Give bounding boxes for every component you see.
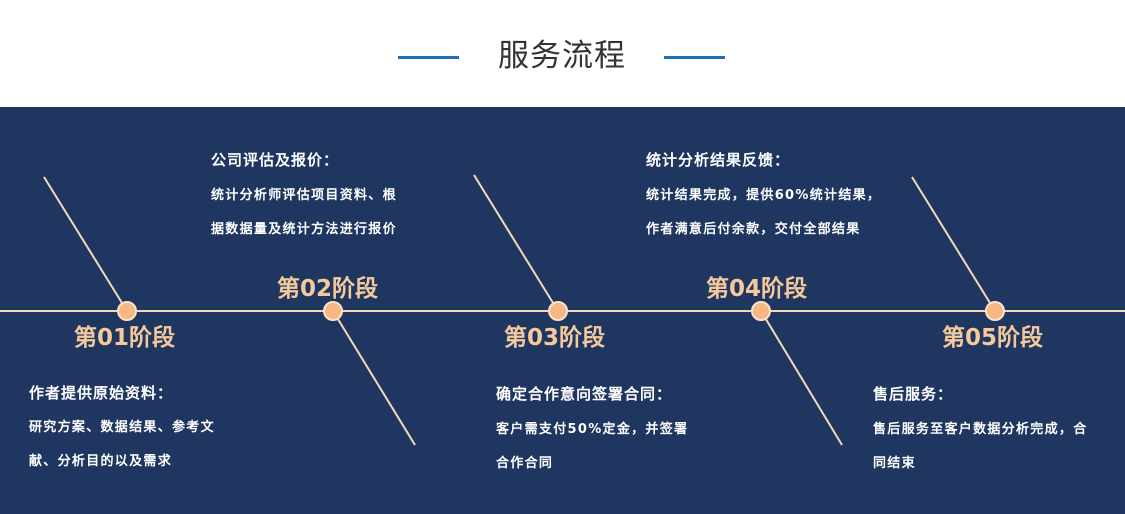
stage-4-title: 统计分析结果反馈： [646, 151, 791, 169]
stage-2-title: 公司评估及报价： [211, 151, 340, 169]
stage-2-line-1: 统计分析师评估项目资料、根 [211, 188, 397, 203]
stage-label-2: 第02阶段 [277, 276, 379, 302]
stage-5-line-1: 售后服务至客户数据分析完成，合 [873, 422, 1088, 437]
stage-node-3 [548, 301, 568, 321]
stage-5-title: 售后服务： [873, 385, 954, 403]
title-right-rule [664, 56, 725, 59]
page-title: 服务流程 [498, 38, 626, 74]
timeline-graphic [0, 174, 1125, 446]
stage-5-line-2: 同结束 [873, 456, 916, 471]
stage-node-4 [751, 301, 771, 321]
stage-1-line-2: 献、分析目的以及需求 [29, 454, 173, 469]
stage-3-title: 确定合作意向签署合同： [496, 385, 673, 403]
branch-line-3 [473, 174, 559, 312]
stage-node-1 [117, 301, 137, 321]
stage-node-5 [985, 301, 1005, 321]
stage-3-line-2: 合作合同 [496, 456, 554, 471]
title-left-rule [398, 56, 459, 59]
stage-4-line-1: 统计结果完成，提供60%统计结果， [646, 188, 882, 203]
stage-label-4: 第04阶段 [706, 276, 808, 302]
stage-node-2 [323, 301, 343, 321]
stage-label-5: 第05阶段 [942, 325, 1044, 351]
stage-1-line-1: 研究方案、数据结果、参考文 [29, 420, 215, 435]
branch-line-5 [911, 176, 996, 312]
stage-label-1: 第01阶段 [74, 325, 176, 351]
process-panel: 第01阶段 作者提供原始资料： 研究方案、数据结果、参考文 献、分析目的以及需求… [0, 107, 1125, 514]
header: 服务流程 [0, 0, 1125, 107]
stage-1-title: 作者提供原始资料： [29, 384, 174, 402]
branch-line-1 [43, 176, 128, 312]
branch-line-4 [760, 310, 843, 446]
branch-line-2 [332, 310, 416, 446]
stage-4-line-2: 作者满意后付余款，交付全部结果 [646, 222, 861, 237]
stage-3-line-1: 客户需支付50%定金，并签署 [496, 422, 689, 437]
stage-2-line-2: 据数据量及统计方法进行报价 [211, 222, 397, 237]
stage-label-3: 第03阶段 [504, 325, 606, 351]
